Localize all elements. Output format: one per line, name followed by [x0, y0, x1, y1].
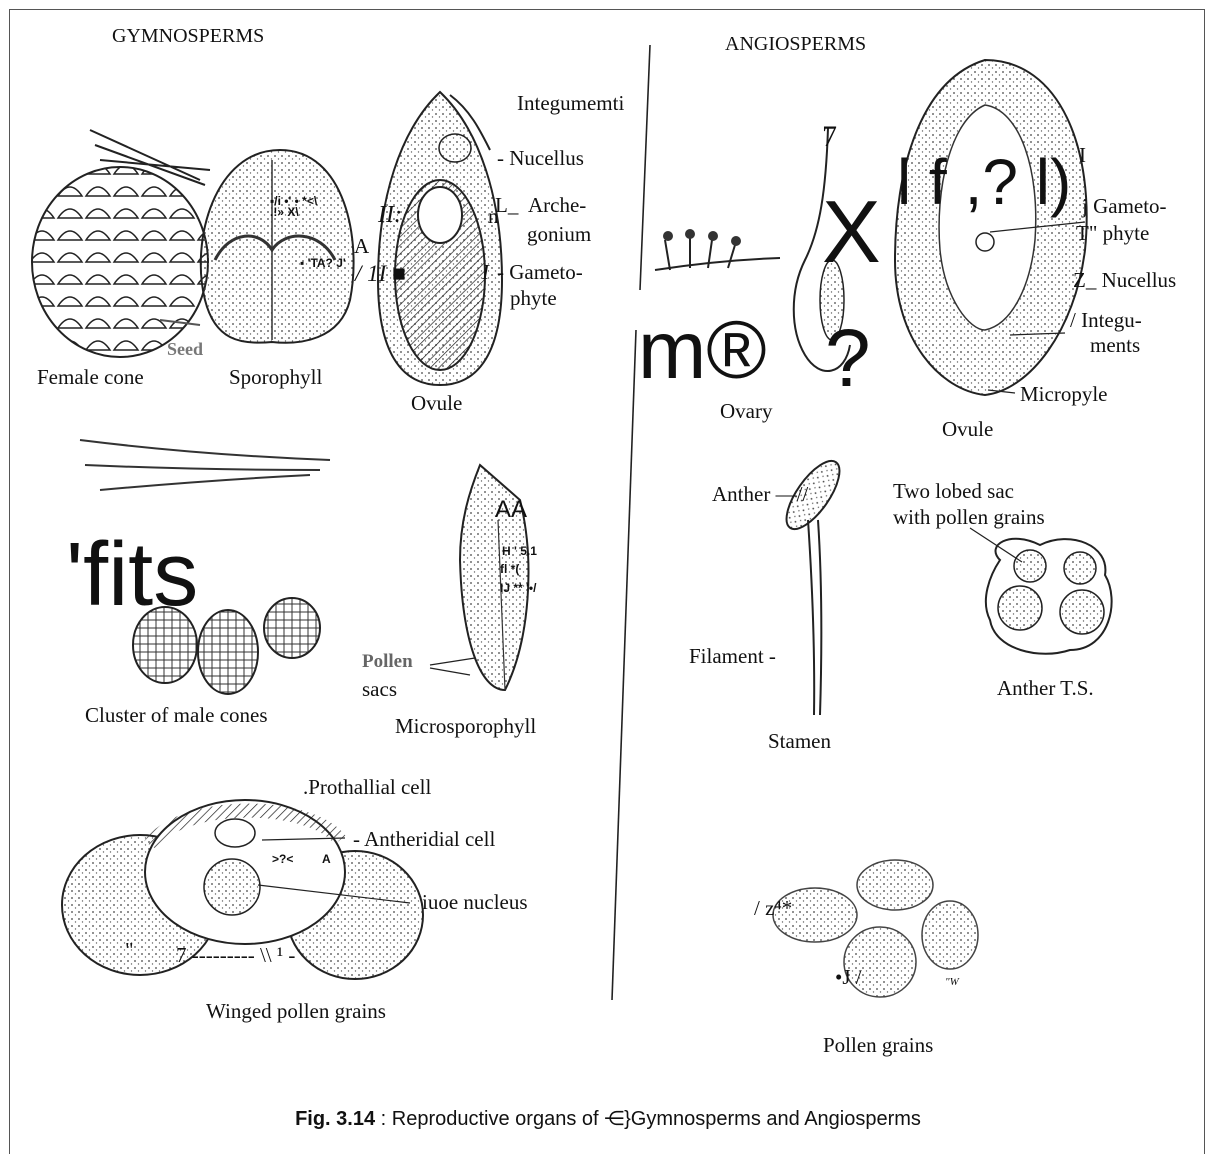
- artifact-wing-quote: ": [125, 940, 134, 961]
- female-cone-drawing: [32, 130, 210, 357]
- label-seed: Seed: [167, 340, 203, 358]
- label-integuments-2: ments: [1090, 335, 1140, 356]
- artifact-ov-n: n: [488, 206, 499, 227]
- label-archegonium-1: Arche-: [528, 195, 586, 216]
- artifact-spor-3: ▪ 'TA? J': [300, 257, 346, 269]
- label-archegonium-2: gonium: [527, 224, 591, 245]
- label-antheridial-cell: - Antheridial cell: [353, 829, 495, 850]
- label-tube-nucleus: iuoe nucleus: [422, 892, 528, 913]
- artifact-ov-ii: II:: [378, 203, 402, 227]
- label-gametophyte-gymno-1: - Gameto-: [497, 262, 583, 283]
- label-ovule-angio: Ovule: [942, 419, 993, 440]
- artifact-ov-li: / 1I ■: [355, 262, 406, 285]
- artifact-spor-2: .!» X\: [270, 206, 299, 218]
- label-pollen-grains: Pollen grains: [823, 1035, 933, 1056]
- label-cluster-male-cones: Cluster of male cones: [85, 705, 268, 726]
- label-microsporophyll: Microsporophyll: [395, 716, 536, 737]
- sporophyll-drawing: [201, 150, 354, 343]
- artifact-big-x: X: [822, 188, 881, 276]
- artifact-spor-a: A: [354, 236, 369, 257]
- label-sacs: sacs: [362, 679, 397, 700]
- anther-ts-drawing: [970, 528, 1112, 654]
- artifact-ov-i: I: [482, 262, 489, 283]
- label-two-lobed-sac-1: Two lobed sac: [893, 481, 1014, 502]
- artifact-wing-b: A: [322, 853, 331, 865]
- artifact-big-q: ?: [825, 318, 871, 400]
- artifact-micro-3: IJ ** '•/: [500, 582, 536, 594]
- artifact-micro-aa: AA: [495, 498, 527, 522]
- figure-caption-text: : Reproductive organs of ⋲}Gymnosperms a…: [375, 1108, 921, 1130]
- figure-caption-label: Fig. 3.14: [295, 1108, 375, 1130]
- artifact-pg-j: •J /: [835, 967, 862, 988]
- artifact-pg-z: / z⁴*: [754, 898, 792, 919]
- figure-caption: Fig. 3.14 : Reproductive organs of ⋲}Gym…: [0, 1106, 1216, 1131]
- label-prothallial-cell: .Prothallial cell: [303, 777, 431, 798]
- label-integuments-1: / Integu-: [1070, 310, 1142, 331]
- label-sporophyll: Sporophyll: [229, 367, 322, 388]
- label-ovary: Ovary: [720, 401, 772, 422]
- label-anther: Anther —//: [712, 484, 808, 505]
- heading-gymnosperms: GYMNOSPERMS: [112, 26, 264, 46]
- label-gametophyte-angio-1: j Gameto-: [1082, 196, 1167, 217]
- artifact-big-m: m®: [638, 310, 767, 392]
- label-micropyle: Micropyle: [1020, 384, 1107, 405]
- gymno-ovule-drawing: [378, 92, 502, 385]
- label-gametophyte-angio-2: T" phyte: [1076, 223, 1149, 244]
- artifact-wing-a: >?<: [272, 853, 293, 865]
- label-stamen: Stamen: [768, 731, 831, 752]
- artifact-wing-dash: 7 --------- \\ ¹ -: [176, 945, 295, 966]
- artifact-seven: 7: [822, 122, 837, 152]
- artifact-big-lf: l f ,? l): [897, 150, 1071, 214]
- label-integument: Integumemti: [517, 93, 624, 114]
- label-nucellus-gymno: - Nucellus: [497, 148, 584, 169]
- label-anther-ts: Anther T.S.: [997, 678, 1094, 699]
- label-filament: Filament -: [689, 646, 776, 667]
- label-female-cone: Female cone: [37, 367, 144, 388]
- artifact-pg-w: "W: [945, 977, 959, 988]
- artifact-micro-1: H ' 5.1: [502, 545, 537, 557]
- artifact-big-fits: 'fits: [66, 530, 198, 620]
- divider-line: [612, 45, 650, 1000]
- label-two-lobed-sac-2: with pollen grains: [893, 507, 1045, 528]
- heading-angiosperms: ANGIOSPERMS: [725, 34, 866, 54]
- label-gametophyte-gymno-2: phyte: [510, 288, 557, 309]
- label-pollen: Pollen: [362, 652, 413, 671]
- label-winged-pollen: Winged pollen grains: [206, 1001, 386, 1022]
- artifact-i-mark: I: [1079, 145, 1086, 166]
- angio-ovule-drawing: [895, 60, 1087, 395]
- label-nucellus-angio: Z_ Nucellus: [1073, 270, 1176, 291]
- artifact-micro-2: fl *(: [500, 563, 519, 575]
- label-ovule-gymno: Ovule: [411, 393, 462, 414]
